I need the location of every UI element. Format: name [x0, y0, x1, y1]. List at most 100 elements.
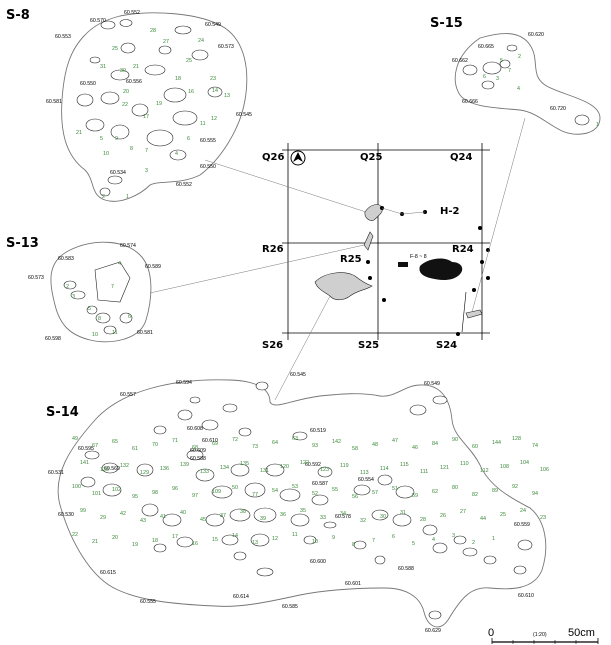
hearth-f8 [419, 258, 463, 280]
stone-number: 69 [212, 441, 218, 447]
sheet-s13: S-13 60.574 60.583 60.589 60.573 60.581 … [6, 236, 161, 343]
stone [163, 87, 187, 103]
stone-number: 112 [480, 468, 489, 474]
elevation-label: 60.552 [176, 182, 192, 188]
stone-number: 71 [172, 438, 178, 444]
pit-s15 [465, 309, 483, 319]
stone-number: 94 [532, 491, 538, 497]
stone-number: 21 [76, 130, 82, 136]
grid-label: R24 [452, 244, 474, 255]
stone [84, 450, 100, 460]
elevation-label: 60.720 [550, 106, 566, 112]
elevation-label: 60.557 [120, 392, 136, 398]
stone-number: 13 [252, 540, 258, 546]
stone-number: 7 [372, 538, 375, 544]
stone-number: 95 [132, 494, 138, 500]
stone-number: 19 [132, 542, 138, 548]
elevation-label: 60.600 [310, 559, 326, 565]
stone-number: 10 [312, 539, 318, 545]
stone-number: 84 [432, 441, 438, 447]
elevation-label: 60.559 [514, 522, 530, 528]
stone-number: 2 [472, 540, 475, 546]
stone-number: 134 [220, 465, 229, 471]
elevation-label: 60.545 [236, 112, 252, 118]
stone [120, 42, 136, 54]
elevation-label: 60.549 [205, 22, 221, 28]
stone [244, 482, 266, 498]
stone-number: 108 [500, 464, 509, 470]
elevation-label: 60.608 [187, 426, 203, 432]
stone-number: 24 [520, 508, 526, 514]
sheet-s14-stones [80, 381, 533, 620]
stone [265, 463, 285, 477]
stone [177, 409, 193, 421]
stone [94, 261, 131, 303]
stone-number: 60 [472, 444, 478, 450]
elevation-label: 60.570 [90, 18, 106, 24]
stone [229, 508, 251, 522]
stone-number: 30 [380, 514, 386, 520]
stone-number: 38 [240, 509, 246, 515]
stone-number: 89 [492, 488, 498, 494]
stone [110, 69, 130, 81]
stone [119, 312, 133, 324]
sheet-s8-stones [76, 19, 223, 197]
small-feature [398, 262, 408, 267]
stone [100, 91, 120, 105]
stone-number: 1 [596, 122, 599, 128]
stone [255, 381, 269, 391]
stone [146, 129, 174, 147]
stone [462, 547, 478, 557]
elevation-label: 60.555 [200, 138, 216, 144]
stone [432, 395, 448, 405]
stone-number: 56 [352, 494, 358, 500]
stone-number: 15 [212, 537, 218, 543]
elevation-label: 60.550 [80, 81, 96, 87]
stone-number: 131 [260, 468, 269, 474]
stone-number: 11 [292, 532, 298, 538]
h2-postholes [366, 206, 490, 336]
sheet-s14-elevation-labels: 60.545 60.557 60.594 60.549 60.519 60.59… [48, 372, 534, 634]
elevation-label: 60.592 [305, 462, 321, 468]
stone-number: 3 [452, 533, 455, 539]
elevation-label: 60.550 [200, 164, 216, 170]
stone [205, 513, 225, 527]
stone-number: 111 [420, 469, 428, 475]
stone-number: 37 [220, 513, 226, 519]
stone-number: 4 [118, 261, 121, 267]
stone [432, 542, 448, 554]
stone-number: 130 [100, 467, 109, 473]
stone-number: 136 [160, 466, 169, 472]
stone-number: 36 [280, 512, 286, 518]
stone [174, 25, 192, 35]
stone-number: 8 [130, 146, 133, 152]
stone-number: 51 [392, 486, 398, 492]
stone-number: 77 [252, 492, 258, 498]
stone [499, 59, 511, 69]
stone-number: 6 [392, 534, 395, 540]
elevation-label: 60.666 [462, 99, 478, 105]
stone-number: 5 [100, 136, 103, 142]
elevation-label: 60.594 [176, 380, 192, 386]
stone-number: 23 [540, 515, 546, 521]
stone [256, 567, 274, 577]
stone-number: 129 [140, 470, 149, 476]
stone-number: 9 [115, 136, 118, 142]
stone [377, 474, 393, 486]
grid-label: S26 [262, 340, 283, 351]
elevation-label: 60.614 [233, 594, 249, 600]
stone [119, 19, 133, 27]
stone-number: 5 [500, 58, 503, 64]
stone [100, 20, 116, 30]
stone-number: 41 [160, 514, 166, 520]
pit-s13 [363, 231, 374, 251]
stone-number: 113 [360, 470, 369, 476]
stone-number: 122 [300, 460, 309, 466]
stone [453, 535, 467, 545]
stone-number: 49 [72, 436, 78, 442]
stone-number: 98 [152, 490, 158, 496]
stone-number: 54 [272, 488, 278, 494]
stone [95, 312, 111, 324]
stone-number: 1 [492, 536, 495, 542]
sheet-s15-title: S-15 [430, 16, 463, 31]
